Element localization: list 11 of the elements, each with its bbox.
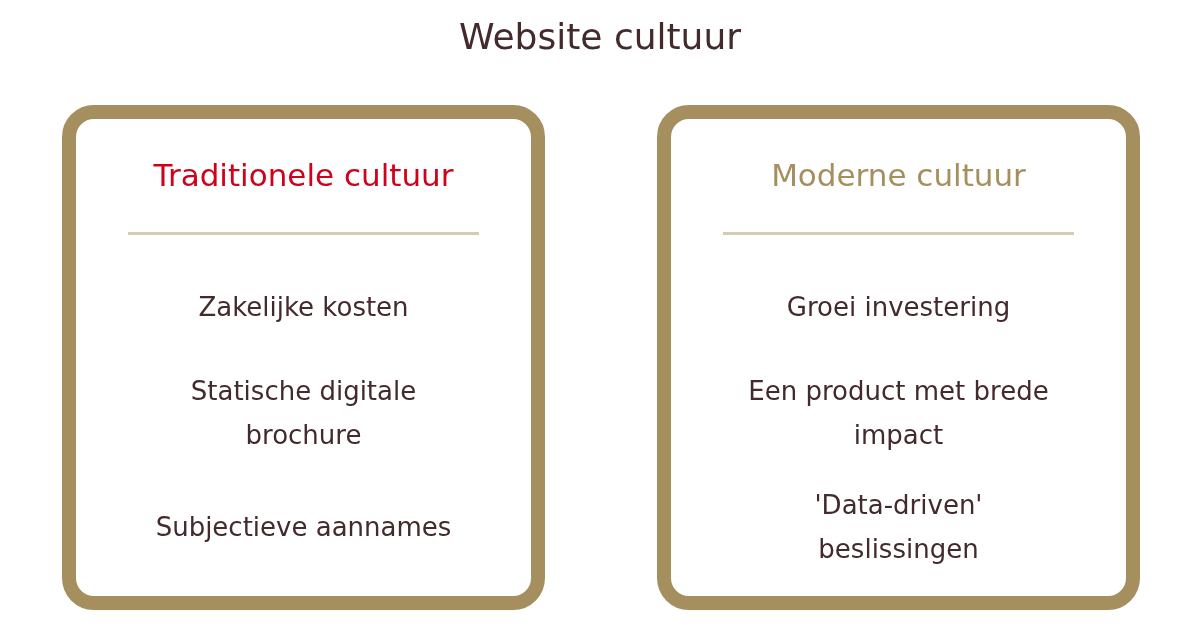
list-item: Statische digitale brochure xyxy=(189,375,418,452)
title: Website cultuur xyxy=(458,15,742,59)
card-heading: Traditionele cultuur xyxy=(153,156,454,195)
card-heading: Moderne cultuur xyxy=(771,156,1026,195)
list-item: Een product met brede impact xyxy=(747,375,1050,452)
list-item: 'Data-driven' beslissingen xyxy=(813,489,984,566)
list-item: Zakelijke kosten xyxy=(197,291,410,324)
list-item: Groei investering xyxy=(785,291,1012,324)
list-item: Subjectieve aannames xyxy=(154,511,453,544)
rounded-card xyxy=(62,105,545,610)
rounded-card xyxy=(657,105,1140,610)
